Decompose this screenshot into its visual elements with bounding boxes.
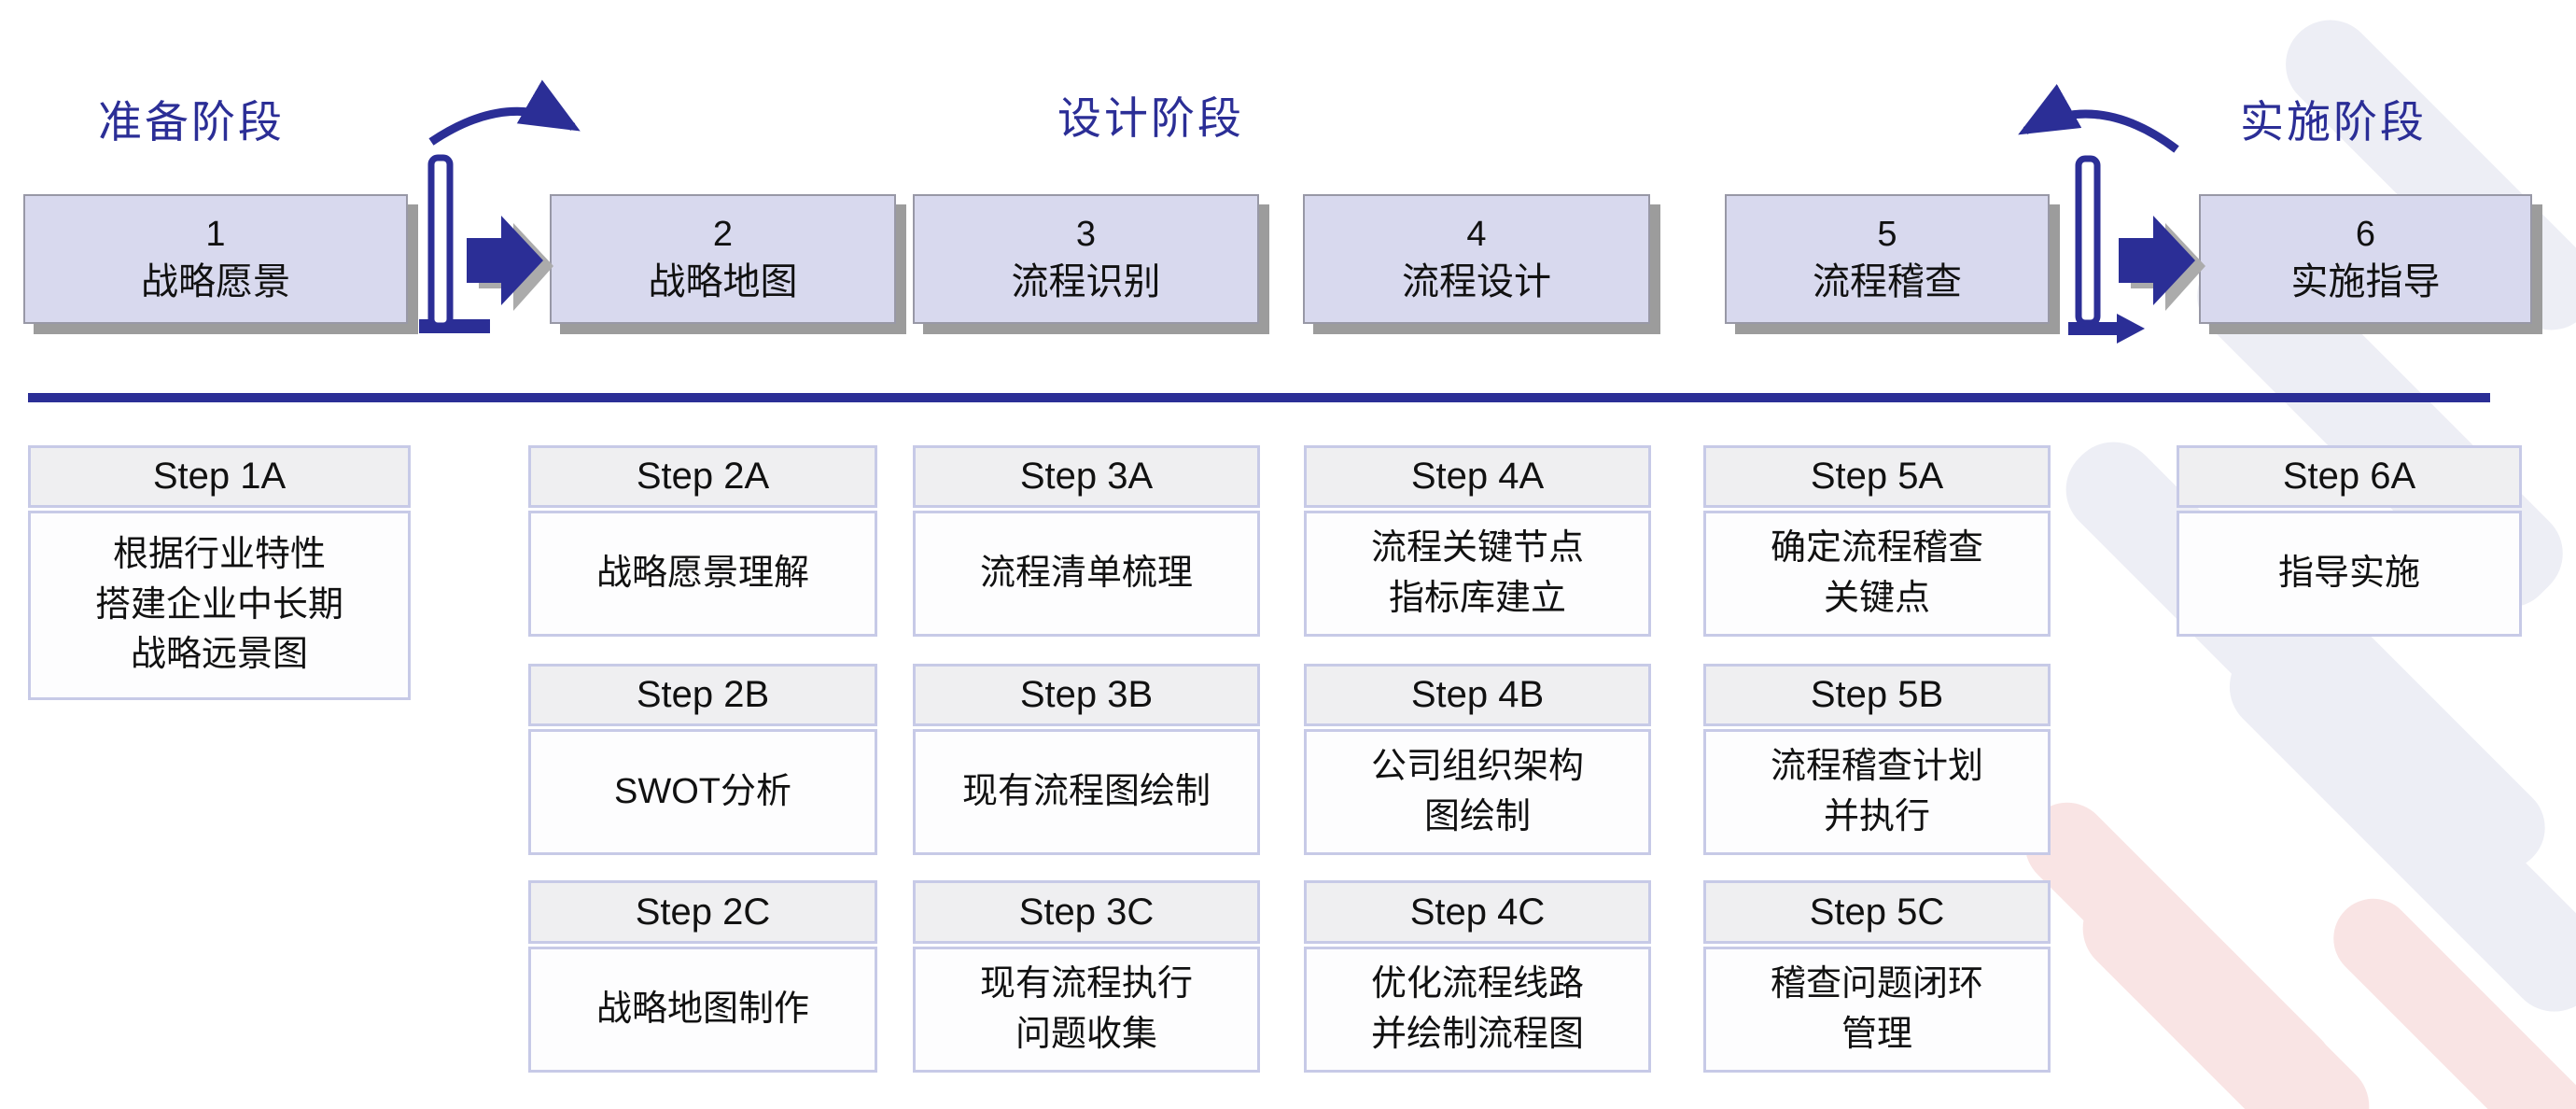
step-header-3c: Step 3C	[913, 880, 1260, 944]
stage-title: 流程设计	[1402, 261, 1551, 303]
stage-box-3: 3 流程识别	[913, 194, 1259, 324]
stage-number: 5	[1877, 215, 1897, 255]
step-header-5c: Step 5C	[1703, 880, 2051, 944]
step-desc-3b: 现有流程图绘制	[913, 729, 1260, 855]
stage-number: 4	[1466, 215, 1487, 255]
stage-number: 3	[1075, 215, 1097, 255]
phase-divider-line	[28, 393, 2490, 402]
step-desc-2b: SWOT分析	[528, 729, 877, 855]
stage-box-2: 2 战略地图	[550, 194, 896, 324]
step-desc-6a: 指导实施	[2177, 511, 2522, 637]
stage-title: 战略地图	[648, 261, 798, 303]
step-desc-4a: 流程关键节点 指标库建立	[1304, 511, 1651, 637]
step-header-4b: Step 4B	[1304, 664, 1651, 726]
curved-arrow-icon	[2018, 83, 2179, 153]
stage-number: 1	[205, 215, 226, 255]
step-header-2a: Step 2A	[528, 445, 877, 508]
phase-label-preparation: 准备阶段	[98, 97, 285, 147]
gate-icon	[2068, 155, 2145, 344]
stage-box-6: 6 实施指导	[2199, 194, 2532, 324]
stage-title: 战略愿景	[141, 261, 290, 303]
stage-box-5: 5 流程稽查	[1725, 194, 2050, 324]
phase-label-implementation: 实施阶段	[2240, 97, 2427, 147]
gate-icon	[419, 154, 490, 333]
step-desc-4c: 优化流程线路 并绘制流程图	[1304, 947, 1651, 1073]
curved-arrow-icon	[428, 79, 581, 146]
step-header-1a: Step 1A	[28, 445, 411, 508]
stage-box-1: 1 战略愿景	[23, 194, 408, 324]
step-desc-3a: 流程清单梳理	[913, 511, 1260, 637]
step-header-4a: Step 4A	[1304, 445, 1651, 508]
step-header-6a: Step 6A	[2177, 445, 2522, 508]
step-desc-5c: 稽查问题闭环 管理	[1703, 947, 2051, 1073]
step-desc-3c: 现有流程执行 问题收集	[913, 947, 1260, 1073]
stage-number: 6	[2355, 215, 2376, 255]
step-desc-1a: 根据行业特性 搭建企业中长期 战略远景图	[28, 511, 411, 700]
step-header-4c: Step 4C	[1304, 880, 1651, 944]
stage-title: 实施指导	[2290, 261, 2441, 303]
step-desc-5b: 流程稽查计划 并执行	[1703, 729, 2051, 855]
phase-label-design: 设计阶段	[1057, 93, 1244, 143]
stage-title: 流程识别	[1011, 261, 1161, 303]
step-header-2b: Step 2B	[528, 664, 877, 726]
stage-box-4: 4 流程设计	[1303, 194, 1650, 324]
step-header-2c: Step 2C	[528, 880, 877, 944]
stage-number: 2	[712, 215, 734, 255]
block-arrow-icon	[2119, 216, 2205, 311]
step-desc-5a: 确定流程稽查 关键点	[1703, 511, 2051, 637]
step-desc-2c: 战略地图制作	[528, 947, 877, 1073]
step-desc-4b: 公司组织架构 图绘制	[1304, 729, 1651, 855]
step-desc-2a: 战略愿景理解	[528, 511, 877, 637]
step-header-5a: Step 5A	[1703, 445, 2051, 508]
block-arrow-icon	[467, 216, 553, 311]
stage-title: 流程稽查	[1813, 261, 1962, 303]
step-header-3a: Step 3A	[913, 445, 1260, 508]
step-header-3b: Step 3B	[913, 664, 1260, 726]
step-header-5b: Step 5B	[1703, 664, 2051, 726]
